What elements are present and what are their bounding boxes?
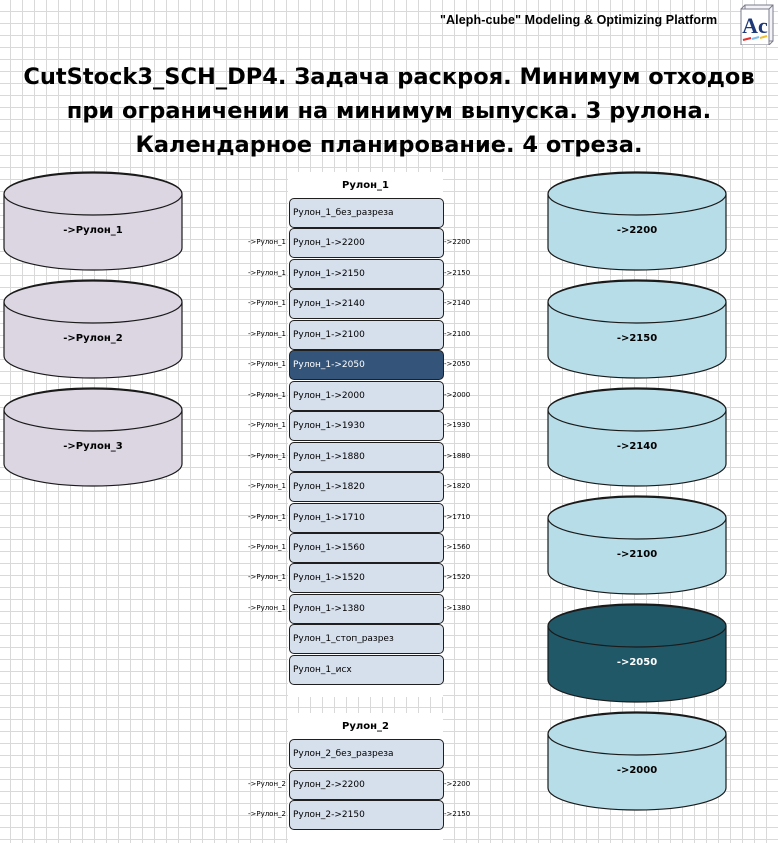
target-cut-label: ->2050 <box>616 657 658 668</box>
cut-node[interactable]: Рулон_1->2200 <box>289 228 444 259</box>
aleph-cube-logo-icon: Ac <box>739 3 775 46</box>
roll-group-title: Рулон_2 <box>342 721 389 733</box>
output-connector-label: ->1880 <box>444 451 471 460</box>
input-connector-label: ->Рулон_1 <box>247 573 286 582</box>
source-roll-cylinder[interactable]: ->Рулон_2 <box>3 279 183 379</box>
source-roll-label: ->Рулон_3 <box>63 441 123 452</box>
cut-node[interactable]: Рулон_1->1710 <box>289 502 444 533</box>
target-cut-cylinder[interactable]: ->2150 <box>547 279 727 379</box>
cut-node[interactable]: Рулон_1->1880 <box>289 441 444 472</box>
source-roll-cylinder-shape <box>3 387 183 487</box>
input-connector-label: ->Рулон_1 <box>247 360 286 369</box>
output-connector-label: ->1520 <box>444 573 471 582</box>
input-connector-label: ->Рулон_1 <box>247 329 286 338</box>
page-title: CutStock3_SCH_DP4. Задача раскроя. Миним… <box>0 60 778 162</box>
output-connector-label: ->2140 <box>444 299 471 308</box>
output-connector-label: ->2000 <box>444 390 471 399</box>
target-cut-cylinder-shape <box>547 495 727 595</box>
target-cut-cylinder-shape <box>547 387 727 487</box>
target-cut-cylinder[interactable]: ->2100 <box>547 495 727 595</box>
input-connector-label: ->Рулон_1 <box>247 421 286 430</box>
output-connector-label: ->1930 <box>444 421 471 430</box>
output-connector-label: ->1710 <box>444 512 471 521</box>
source-roll-label: ->Рулон_2 <box>63 333 123 344</box>
cut-node[interactable]: Рулон_2->2200 <box>289 769 444 800</box>
platform-title: "Aleph-cube" Modeling & Optimizing Platf… <box>440 13 718 27</box>
input-connector-label: ->Рулон_1 <box>247 238 286 247</box>
output-connector-label: ->2050 <box>444 360 471 369</box>
output-connector-label: ->2200 <box>444 779 471 788</box>
source-roll-label: ->Рулон_1 <box>63 225 123 236</box>
cut-node[interactable]: Рулон_2->2150 <box>289 800 444 831</box>
target-cut-cylinder-shape <box>547 279 727 379</box>
input-connector-label: ->Рулон_1 <box>247 512 286 521</box>
cut-node[interactable]: Рулон_1->2140 <box>289 289 444 320</box>
target-cut-cylinder[interactable]: ->2200 <box>547 171 727 271</box>
input-connector-label: ->Рулон_1 <box>247 451 286 460</box>
cut-node[interactable]: Рулон_1_стоп_разрез <box>289 624 444 655</box>
output-connector-label: ->2150 <box>444 268 471 277</box>
cut-node[interactable]: Рулон_1->1560 <box>289 532 444 563</box>
cut-node[interactable]: Рулон_1->1380 <box>289 593 444 624</box>
input-connector-label: ->Рулон_2 <box>247 779 286 788</box>
output-connector-label: ->1560 <box>444 542 471 551</box>
target-cut-cylinder[interactable]: ->2140 <box>547 387 727 487</box>
target-cut-cylinder[interactable]: ->2000 <box>547 711 727 811</box>
cut-node[interactable]: Рулон_1->2100 <box>289 319 444 350</box>
input-connector-label: ->Рулон_1 <box>247 299 286 308</box>
target-cut-label: ->2100 <box>616 549 658 560</box>
cut-node[interactable]: Рулон_1->1520 <box>289 563 444 594</box>
output-connector-label: ->1820 <box>444 482 471 491</box>
target-cut-cylinder-selected-shape <box>547 603 727 703</box>
source-roll-cylinder-shape <box>3 171 183 271</box>
cut-node[interactable]: Рулон_1->1820 <box>289 472 444 503</box>
title-line-3: Календарное планирование. 4 отреза. <box>135 132 643 158</box>
input-connector-label: ->Рулон_1 <box>247 542 286 551</box>
cut-node[interactable]: Рулон_1->1930 <box>289 411 444 442</box>
input-connector-label: ->Рулон_1 <box>247 390 286 399</box>
input-connector-label: ->Рулон_1 <box>247 603 286 612</box>
output-connector-label: ->2200 <box>444 238 471 247</box>
input-connector-label: ->Рулон_1 <box>247 268 286 277</box>
source-roll-cylinder-shape <box>3 279 183 379</box>
cut-node[interactable]: Рулон_1_исх <box>289 654 444 685</box>
target-cut-label: ->2150 <box>616 333 658 344</box>
output-connector-label: ->1380 <box>444 603 471 612</box>
cut-node[interactable]: Рулон_1_без_разреза <box>289 198 444 228</box>
source-roll-cylinder[interactable]: ->Рулон_1 <box>3 171 183 271</box>
target-cut-label: ->2000 <box>616 765 658 776</box>
cut-node-selected[interactable]: Рулон_1->2050 <box>289 350 444 381</box>
input-connector-label: ->Рулон_1 <box>247 482 286 491</box>
input-connector-label: ->Рулон_2 <box>247 810 286 819</box>
output-connector-label: ->2100 <box>444 329 471 338</box>
target-cut-cylinder-shape <box>547 711 727 811</box>
target-cut-cylinder-selected[interactable]: ->2050 <box>547 603 727 703</box>
svg-text:Ac: Ac <box>742 13 768 38</box>
roll-group-title: Рулон_1 <box>342 180 389 191</box>
target-cut-label: ->2200 <box>616 225 658 236</box>
output-connector-label: ->2150 <box>444 810 471 819</box>
title-line-1: CutStock3_SCH_DP4. Задача раскроя. Миним… <box>23 64 755 90</box>
target-cut-label: ->2140 <box>616 441 658 452</box>
title-line-2: при ограничении на минимум выпуска. 3 ру… <box>66 98 712 124</box>
source-roll-cylinder[interactable]: ->Рулон_3 <box>3 387 183 487</box>
target-cut-cylinder-shape <box>547 171 727 271</box>
cut-node[interactable]: Рулон_2_без_разреза <box>289 739 444 770</box>
cut-node[interactable]: Рулон_1->2150 <box>289 258 444 289</box>
cut-node[interactable]: Рулон_1->2000 <box>289 380 444 411</box>
